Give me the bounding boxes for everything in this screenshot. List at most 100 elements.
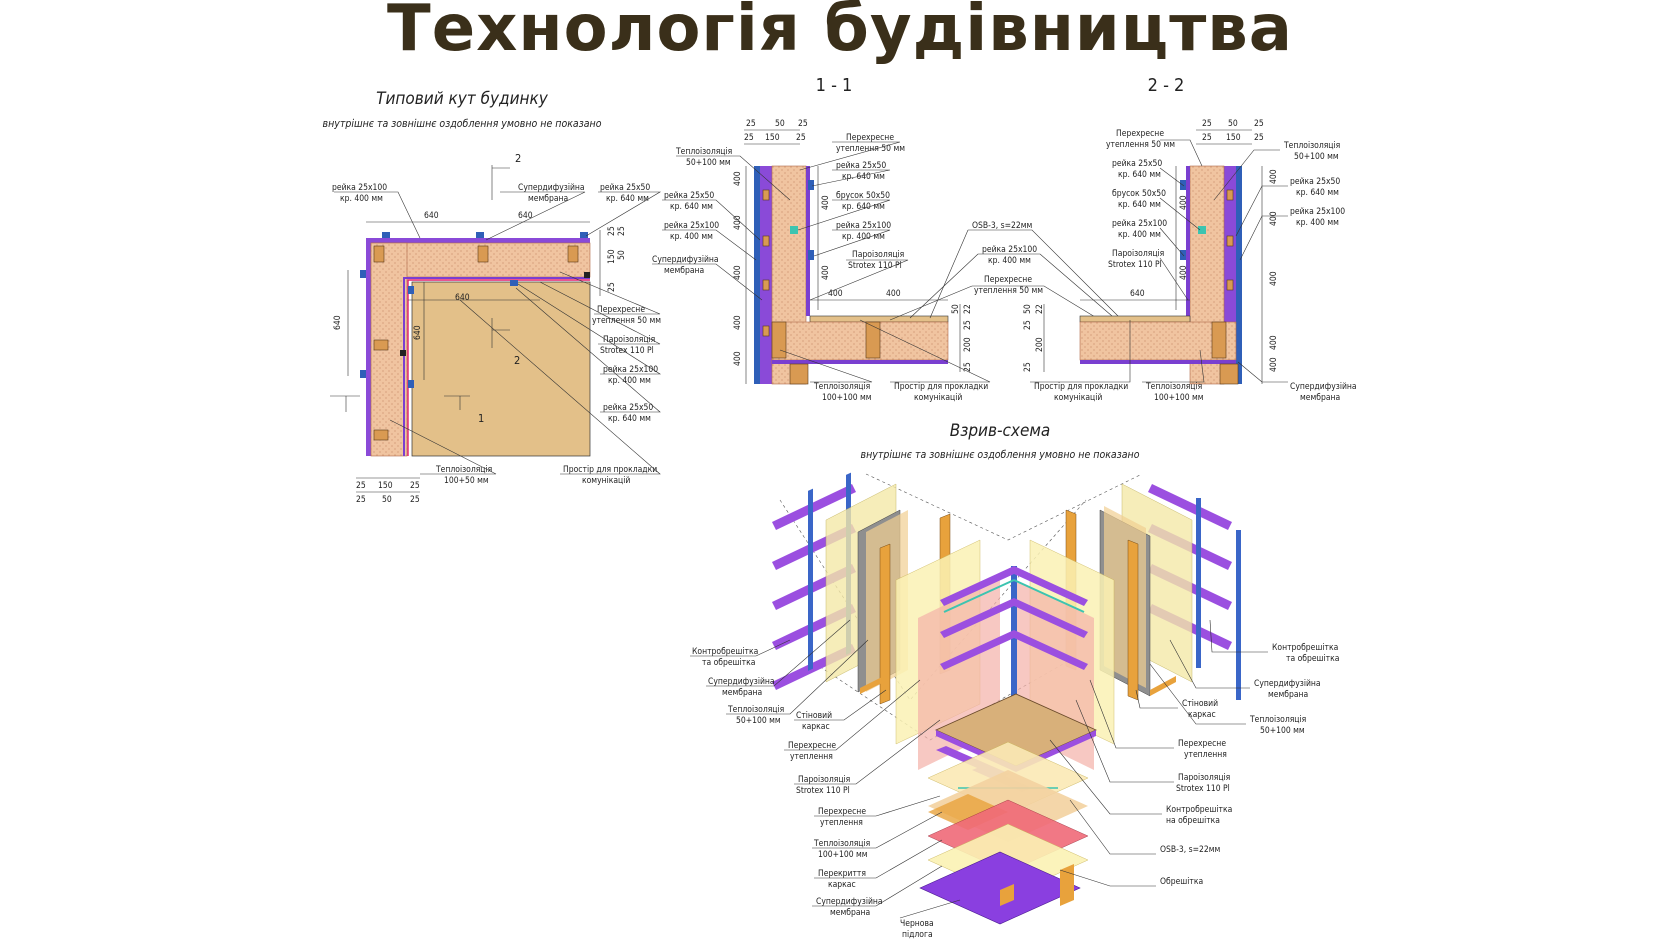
svg-text:25: 25	[1202, 119, 1212, 129]
svg-text:комунікацій: комунікацій	[1054, 393, 1102, 403]
svg-text:400: 400	[1269, 169, 1279, 184]
svg-text:брусок 50x50: брусок 50x50	[1112, 188, 1166, 199]
svg-text:640: 640	[413, 325, 423, 340]
svg-text:мембрана: мембрана	[1268, 689, 1308, 700]
svg-text:утеплення 50 мм: утеплення 50 мм	[974, 286, 1043, 296]
svg-text:мембрана: мембрана	[1300, 392, 1340, 403]
svg-text:Простір для прокладки: Простір для прокладки	[1034, 382, 1128, 392]
svg-text:Супердифузійна: Супердифузійна	[1290, 382, 1357, 392]
plan-inner-membrane	[403, 277, 590, 456]
svg-text:400: 400	[1179, 195, 1189, 210]
svg-text:рейка 25x100: рейка 25x100	[1112, 219, 1167, 229]
section-1-1: 1 - 1 25 50 25 25 150 2	[652, 75, 991, 403]
s22-osb	[1079, 315, 1191, 323]
plan-studs	[373, 245, 579, 441]
s11-callouts: Теплоізоляція 50+100 мм рейка 25x50 кр. …	[652, 133, 991, 403]
svg-text:200: 200	[963, 337, 973, 352]
page-title: Технологія будівництва	[387, 0, 1293, 66]
svg-text:640: 640	[333, 315, 343, 330]
s22-callouts: Перехресне утеплення 50 мм рейка 25x50 к…	[1030, 129, 1357, 403]
exploded-view: Взрив-схема внутрішнє та зовнішнє оздобл…	[690, 421, 1339, 940]
svg-text:400: 400	[733, 215, 743, 230]
svg-text:Простір для прокладки: Простір для прокладки	[563, 465, 657, 475]
svg-text:кр. 400 мм: кр. 400 мм	[1296, 218, 1339, 228]
svg-text:Стіновий: Стіновий	[1182, 699, 1218, 709]
svg-text:400: 400	[733, 171, 743, 186]
svg-text:25: 25	[1023, 362, 1033, 372]
s11-joist-b	[865, 321, 881, 359]
plan-osb-floor	[411, 281, 591, 457]
svg-text:Супердифузійна: Супердифузійна	[708, 677, 775, 687]
svg-text:400: 400	[733, 351, 743, 366]
svg-text:25: 25	[963, 320, 973, 330]
svg-text:рейка 25x50: рейка 25x50	[664, 191, 714, 201]
svg-text:утеплення 50 мм: утеплення 50 мм	[1106, 140, 1175, 150]
section-2-2-title: 2 - 2	[1148, 75, 1185, 96]
svg-text:640: 640	[518, 211, 533, 221]
svg-text:утеплення 50 мм: утеплення 50 мм	[592, 316, 661, 326]
svg-text:кр. 400 мм: кр. 400 мм	[340, 194, 383, 204]
svg-text:100+100 мм: 100+100 мм	[818, 850, 868, 860]
svg-text:25: 25	[410, 495, 420, 505]
svg-text:150: 150	[765, 133, 780, 143]
svg-text:рейка 25x50: рейка 25x50	[1290, 177, 1340, 187]
svg-text:640: 640	[455, 293, 470, 303]
svg-text:Простір для прокладки: Простір для прокладки	[894, 382, 988, 392]
svg-text:400: 400	[1269, 357, 1279, 372]
svg-text:утеплення: утеплення	[790, 752, 833, 762]
svg-text:мембрана: мембрана	[722, 687, 762, 698]
plan-title: Типовий кут будинку	[376, 89, 549, 109]
svg-text:утеплення: утеплення	[1184, 750, 1227, 760]
svg-text:Перехресне: Перехресне	[788, 741, 836, 751]
svg-text:200: 200	[1035, 337, 1045, 352]
svg-text:Strotex 110 Pl: Strotex 110 Pl	[848, 261, 902, 271]
left-bottom-block	[860, 674, 888, 694]
svg-text:400: 400	[821, 265, 831, 280]
svg-text:100+100 мм: 100+100 мм	[1154, 393, 1204, 403]
section-2-2: 2 - 2 25 50 25 25 150 25	[1023, 75, 1357, 403]
svg-text:25: 25	[356, 495, 366, 505]
svg-text:Strotex 110 Pl: Strotex 110 Pl	[1176, 784, 1230, 794]
svg-text:22: 22	[1035, 304, 1045, 314]
svg-text:підлога: підлога	[902, 930, 933, 940]
svg-text:400: 400	[828, 289, 843, 299]
svg-text:кр. 400 мм: кр. 400 мм	[608, 376, 651, 386]
svg-text:кр. 640 мм: кр. 640 мм	[1118, 170, 1161, 180]
svg-text:50+100 мм: 50+100 мм	[686, 158, 731, 168]
svg-text:на обрешітка: на обрешітка	[1166, 815, 1220, 826]
svg-text:2: 2	[514, 354, 520, 367]
floor-stack	[919, 693, 1097, 925]
plan-dimensions: 640 640 640 640 640 25 25 50 150 25 25 1…	[333, 211, 627, 505]
svg-text:400: 400	[733, 265, 743, 280]
s11-floor-insulation	[771, 321, 949, 361]
svg-text:Теплоізоляція: Теплоізоляція	[1249, 715, 1306, 725]
svg-text:400: 400	[1179, 265, 1189, 280]
svg-text:мембрана: мембрана	[830, 907, 870, 918]
svg-text:400: 400	[1269, 271, 1279, 286]
right-blue-batten-a	[1236, 530, 1241, 700]
svg-text:400: 400	[886, 289, 901, 299]
svg-text:25: 25	[796, 133, 806, 143]
s11-dimensions: 25 50 25 25 150 25 400 400 400 400 400 4…	[733, 119, 973, 384]
floor-subfloor	[919, 851, 1081, 925]
svg-text:Перехресне: Перехресне	[1178, 739, 1226, 749]
s22-beam	[1219, 363, 1239, 385]
svg-text:утеплення 50 мм: утеплення 50 мм	[836, 144, 905, 154]
svg-text:каркас: каркас	[828, 880, 856, 890]
svg-text:рейка 25x100: рейка 25x100	[836, 221, 891, 231]
svg-text:Теплоізоляція: Теплоізоляція	[813, 382, 870, 392]
svg-text:Strotex 110 Pl: Strotex 110 Pl	[1108, 260, 1162, 270]
right-blue-batten-b	[1196, 498, 1201, 668]
s11-osb	[809, 315, 949, 323]
svg-text:кр. 640 мм: кр. 640 мм	[608, 414, 651, 424]
svg-text:комунікацій: комунікацій	[582, 476, 630, 486]
plan-callouts: рейка 25x100 кр. 400 мм Супердифузійна м…	[332, 183, 661, 486]
svg-text:Перехресне: Перехресне	[1116, 129, 1164, 139]
svg-text:та обрешітка: та обрешітка	[702, 657, 755, 668]
svg-text:рейка 25x100: рейка 25x100	[603, 365, 658, 375]
svg-text:400: 400	[733, 315, 743, 330]
svg-text:рейка 25x100: рейка 25x100	[332, 183, 387, 193]
svg-text:Супердифузійна: Супердифузійна	[652, 255, 719, 265]
svg-text:25: 25	[1023, 320, 1033, 330]
svg-text:брусок 50x50: брусок 50x50	[836, 190, 890, 201]
